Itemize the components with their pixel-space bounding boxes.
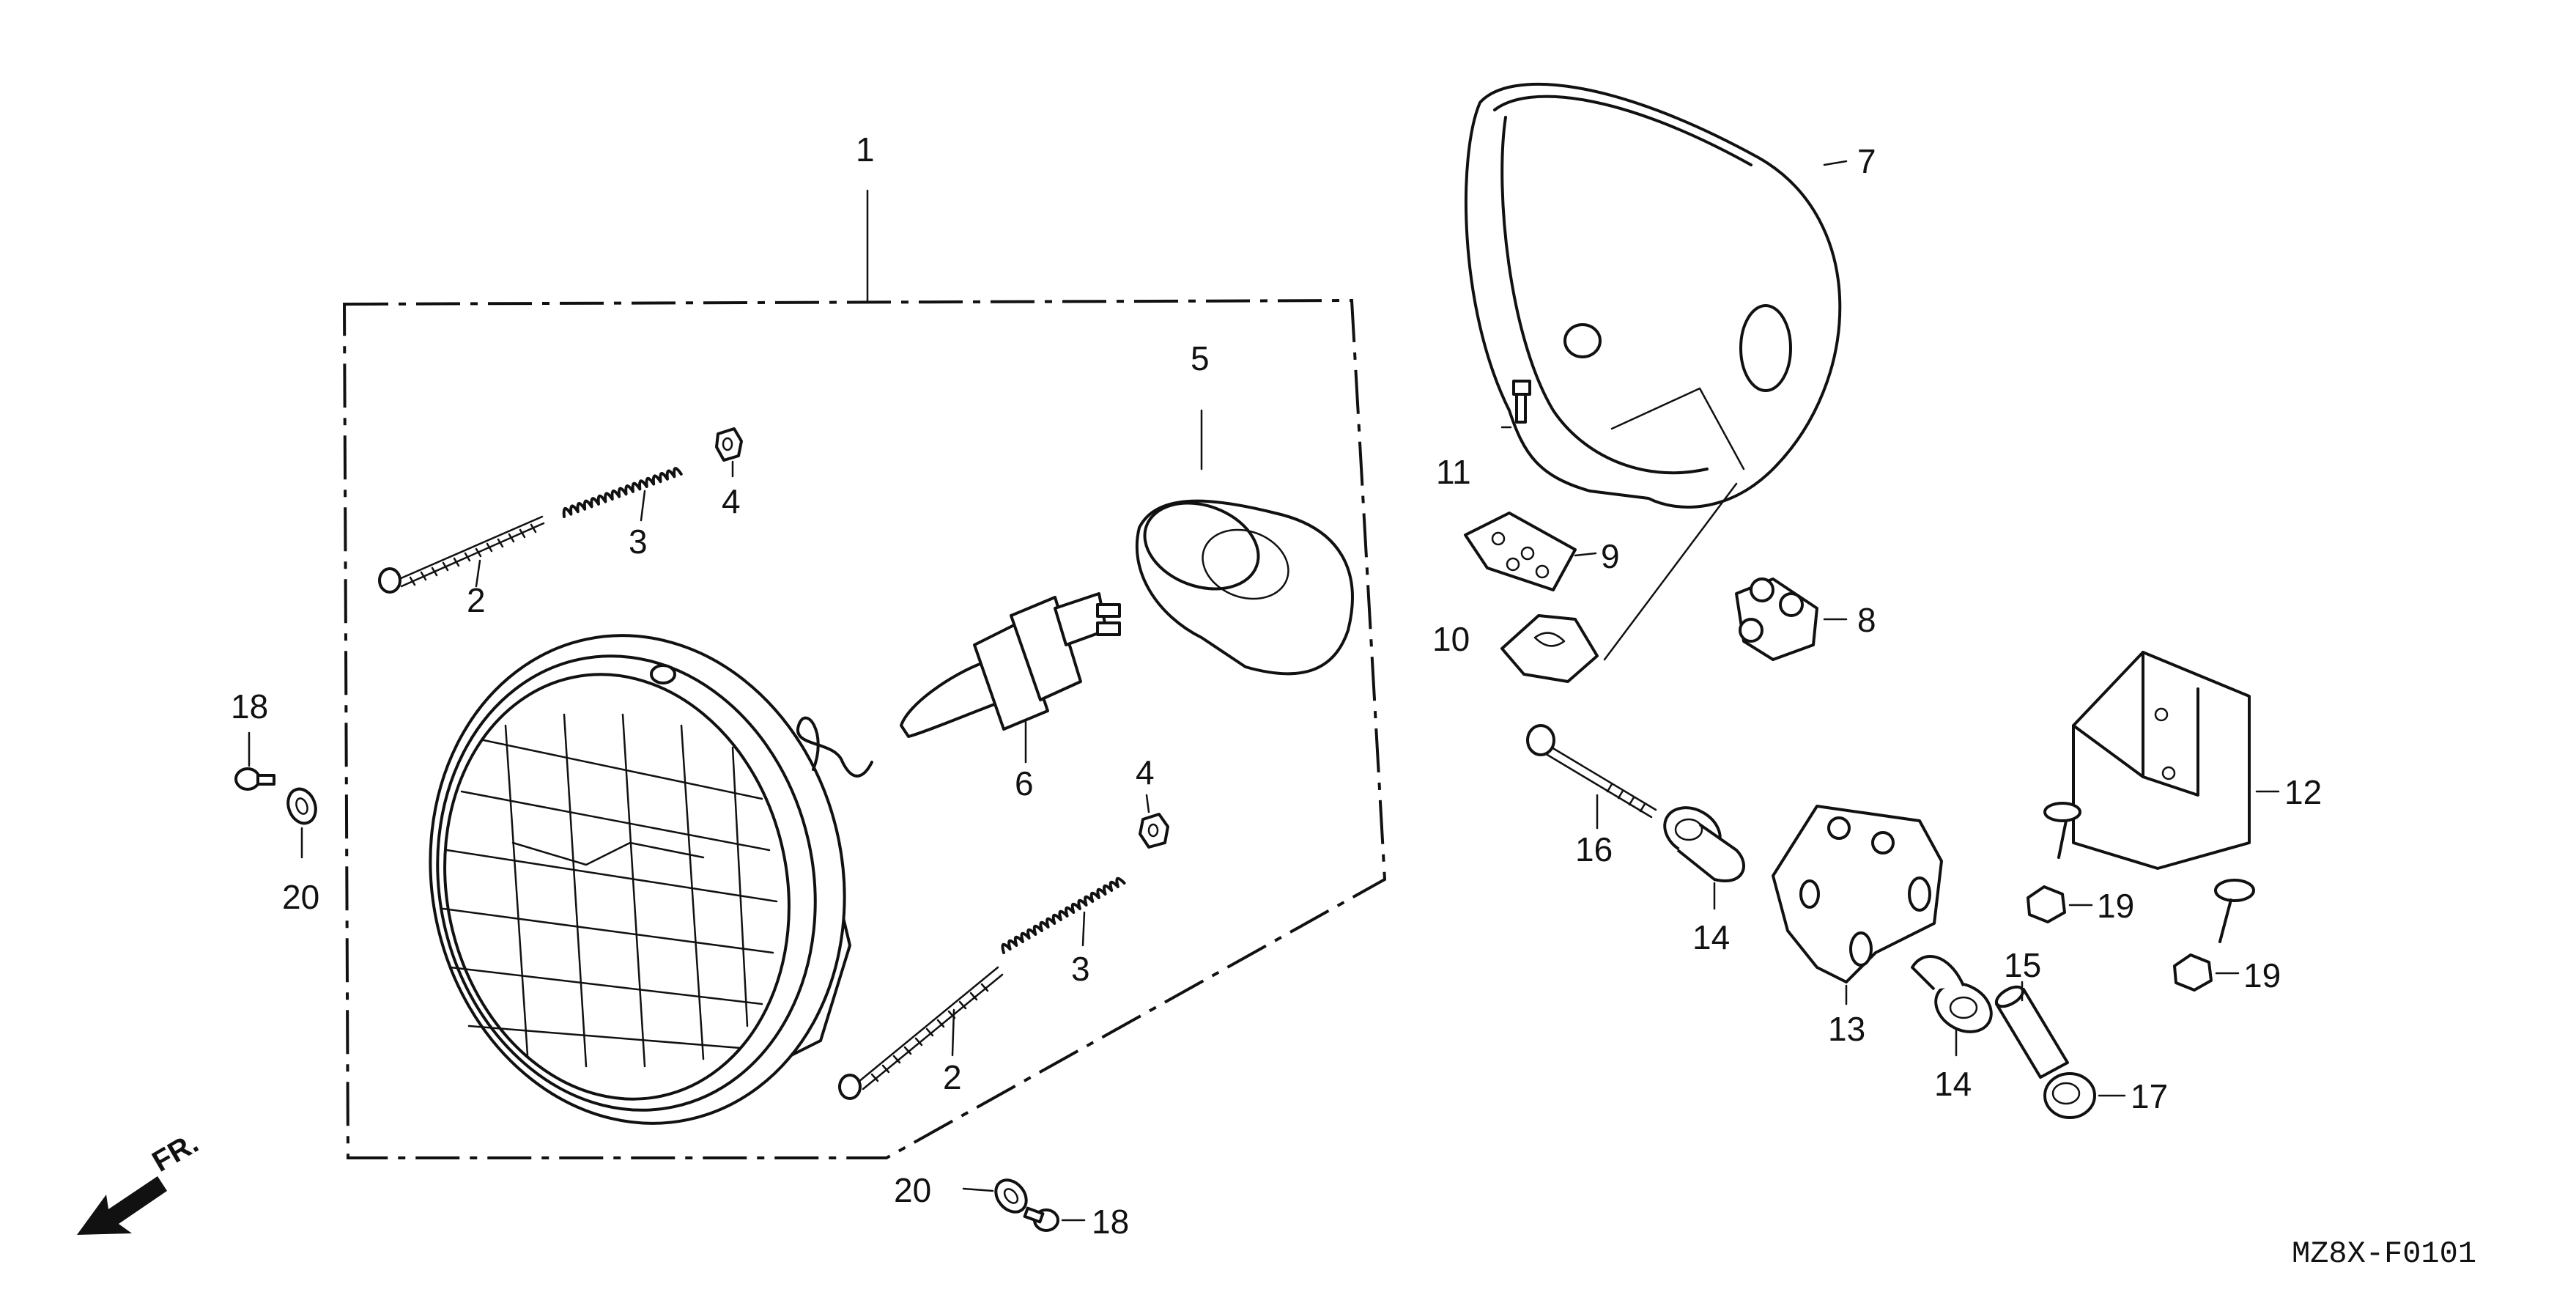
callout-18-left: 18 — [231, 687, 268, 726]
callout-4-lower: 4 — [1136, 753, 1155, 791]
long-bolt-16 — [1526, 724, 1657, 830]
callout-11: 11 — [1436, 453, 1471, 491]
callout-3-lower: 3 — [1071, 950, 1090, 988]
callout-19-upper: 19 — [2097, 887, 2134, 925]
callout-labels: 1 2 2 3 3 4 4 5 6 7 8 9 10 11 12 13 14 1… — [231, 130, 2322, 1241]
callout-4-upper: 4 — [722, 482, 741, 520]
callout-2-upper: 2 — [467, 581, 486, 619]
bracket-13 — [1772, 805, 1943, 1005]
nut-plate-8 — [1735, 577, 1848, 661]
headlight-bulb — [900, 592, 1121, 764]
callout-16: 16 — [1575, 830, 1613, 868]
callout-20-left: 20 — [282, 878, 319, 916]
callout-10: 10 — [1432, 620, 1470, 658]
collar-14-lower — [1911, 955, 1993, 1057]
callout-6: 6 — [1015, 764, 1034, 802]
callout-20-bottom: 20 — [894, 1171, 931, 1209]
collar-tube-15 — [1994, 981, 2069, 1079]
flange-nut-19-upper — [2027, 885, 2093, 923]
headlight-case — [1464, 83, 1848, 509]
nut-lower — [1139, 794, 1169, 849]
callout-14-upper: 14 — [1692, 918, 1730, 956]
collar-14-upper — [1663, 806, 1745, 910]
adjusting-screw-upper — [378, 515, 545, 594]
bolt-11 — [1500, 380, 1531, 429]
callout-2-lower: 2 — [943, 1058, 962, 1096]
washer-20-left — [286, 787, 317, 859]
callout-8: 8 — [1857, 601, 1876, 639]
callout-7: 7 — [1857, 142, 1876, 180]
callout-17: 17 — [2131, 1077, 2168, 1115]
socket-cover — [1135, 409, 1354, 676]
callout-3-upper: 3 — [629, 523, 648, 561]
rubber-pad-9 — [1464, 512, 1597, 591]
clip-10 — [1500, 482, 1738, 683]
callout-19-lower: 19 — [2243, 956, 2281, 994]
front-label: FR. — [147, 1126, 204, 1178]
spring-upper — [562, 467, 683, 522]
callout-12: 12 — [2284, 773, 2322, 811]
callout-9: 9 — [1601, 537, 1620, 575]
assembly-boundary — [342, 189, 1387, 1159]
screw-18-bottom — [1023, 1206, 1086, 1232]
callout-15: 15 — [2004, 946, 2041, 984]
flange-nut-19-lower — [2173, 953, 2240, 992]
callout-14-lower: 14 — [1934, 1065, 1972, 1103]
adjusting-screw-lower — [838, 966, 1004, 1100]
cap-nut-17 — [2043, 1072, 2126, 1119]
screw-18-left — [234, 731, 275, 791]
mounting-stay-12 — [2043, 651, 2280, 943]
callout-13: 13 — [1828, 1010, 1865, 1048]
nut-upper — [715, 427, 743, 478]
diagram-code: MZ8X-F0101 — [2292, 1236, 2476, 1271]
headlight-unit — [429, 634, 873, 1125]
front-direction-arrow: FR. — [77, 1126, 204, 1235]
washer-20-bottom — [962, 1178, 1028, 1214]
callout-1: 1 — [856, 130, 875, 169]
callout-5: 5 — [1191, 339, 1210, 377]
callout-18-bottom: 18 — [1092, 1203, 1129, 1241]
spring-lower — [1001, 876, 1126, 954]
